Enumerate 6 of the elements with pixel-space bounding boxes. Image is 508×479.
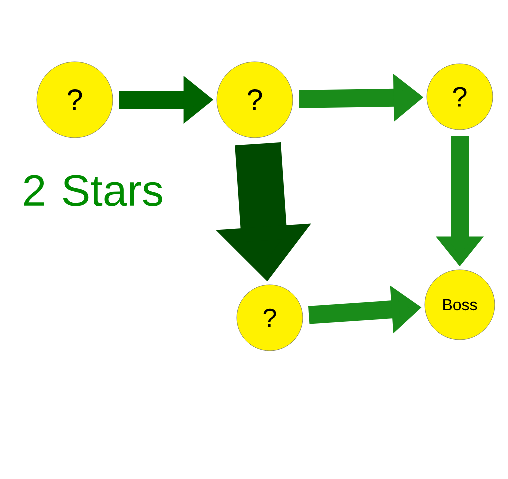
circle-node: ? xyxy=(426,64,494,130)
circle-node: ? xyxy=(216,62,294,138)
circle-node: Boss xyxy=(424,270,496,340)
handwritten-label: 2 Stars xyxy=(24,175,162,206)
circle-node: ? xyxy=(236,284,304,352)
circle-node: ? xyxy=(36,62,114,138)
